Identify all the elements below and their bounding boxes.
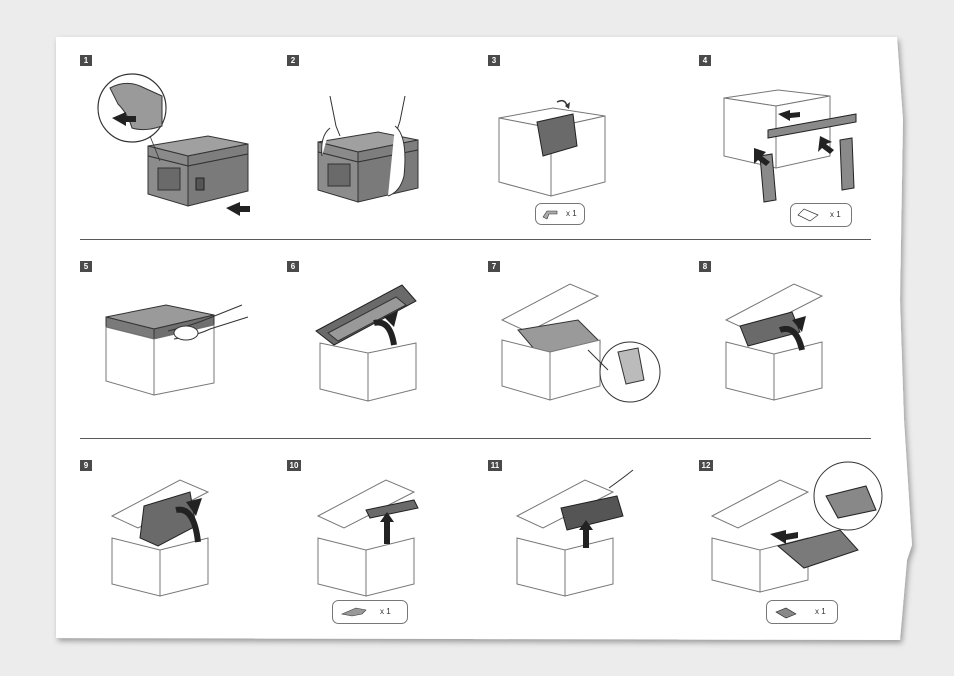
step-5-illustration [102,295,252,400]
step-11-illustration [513,468,638,600]
step-10-badge: 10 [287,460,301,471]
step-4-illustration [720,86,860,206]
step-2-badge: 2 [287,55,299,66]
step-3-badge: 3 [488,55,500,66]
step-5-badge: 5 [80,261,92,272]
step-10-illustration [314,476,424,601]
step-6-illustration [312,283,422,408]
step-12-qty: x 1 [815,607,826,616]
step-1-badge: 1 [80,55,92,66]
step-8-illustration [722,280,837,410]
step-3-qty: x 1 [566,209,577,218]
step-8-badge: 8 [699,261,711,272]
step-4-badge: 4 [699,55,711,66]
step-4-part-box [790,203,852,227]
step-10-part-box [332,600,408,624]
step-11-badge: 11 [488,460,502,471]
step-7-badge: 7 [488,261,500,272]
step-2-illustration [300,96,430,221]
step-4-qty: x 1 [830,210,841,219]
row-divider-1 [80,239,871,240]
row-divider-2 [80,438,871,439]
step-6-badge: 6 [287,261,299,272]
step-7-illustration [498,280,663,410]
step-1-illustration [90,66,260,226]
step-12-illustration [708,460,888,595]
step-3-illustration [495,96,615,201]
step-3-part-box [535,203,585,225]
step-9-badge: 9 [80,460,92,471]
step-12-part-box [766,600,838,624]
step-10-qty: x 1 [380,607,391,616]
step-9-illustration [108,476,218,601]
